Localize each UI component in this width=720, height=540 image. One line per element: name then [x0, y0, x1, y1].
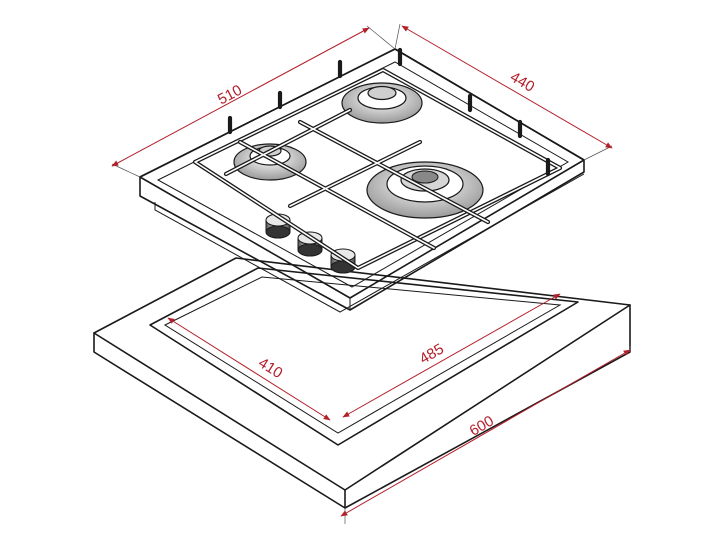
dim-label-cabinet-width: 600 — [467, 412, 497, 439]
worktop-top-edge — [93, 304, 631, 491]
dim-line-cutout-depth — [167, 317, 331, 421]
dim-line-hob-width — [111, 27, 370, 167]
dim-label-cutout-depth: 410 — [255, 354, 285, 382]
dim-line-cutout-width — [342, 293, 561, 418]
dim-line-cabinet-width — [340, 349, 631, 517]
burner-rear — [341, 82, 423, 124]
dim-line-hob-depth — [401, 25, 613, 149]
worktop-cabinet — [93, 257, 631, 509]
dim-label-hob-depth: 440 — [507, 68, 537, 95]
dim-label-hob-width: 510 — [215, 82, 245, 109]
dim-label-cutout-width: 485 — [417, 340, 447, 367]
